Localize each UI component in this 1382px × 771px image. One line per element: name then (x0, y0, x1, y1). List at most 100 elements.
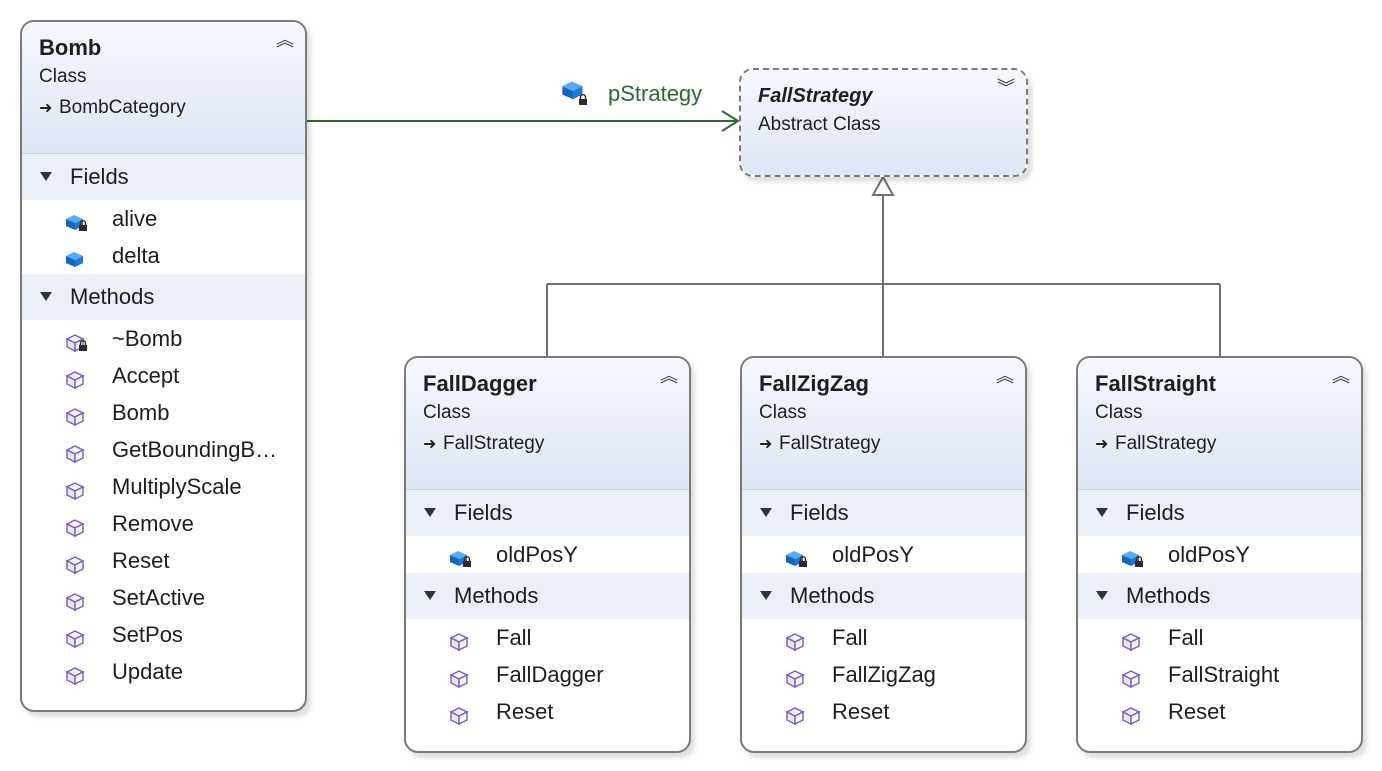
methods-section-label: Methods (1126, 583, 1211, 608)
collapse-triangle-icon[interactable] (1096, 590, 1108, 600)
methods-section-toggle[interactable]: Methods (1078, 573, 1361, 619)
methods-section-label: Methods (70, 284, 155, 309)
class-kind: Class (759, 402, 807, 423)
method-row[interactable]: Bomb (22, 394, 305, 431)
collapse-triangle-icon[interactable] (40, 171, 52, 181)
method-row[interactable]: GetBoundingB… (22, 431, 305, 468)
method-icon (64, 476, 86, 501)
field-name: oldPosY (496, 542, 578, 567)
method-row[interactable]: FallDagger (406, 656, 689, 693)
class-name: FallStrategy (758, 85, 873, 107)
collapse-triangle-icon[interactable] (424, 590, 436, 600)
method-name: Accept (112, 363, 180, 388)
class-base: ➜FallStrategy (759, 428, 1007, 461)
method-name: ~Bomb (112, 326, 183, 351)
method-icon (64, 513, 86, 538)
field-row[interactable]: oldPosY (1078, 536, 1361, 573)
base-class-name: FallStrategy (443, 433, 545, 454)
field-row[interactable]: oldPosY (742, 536, 1025, 573)
inheritance-arrowhead (871, 174, 895, 196)
method-name: MultiplyScale (112, 474, 242, 499)
methods-section-toggle[interactable]: Methods (406, 573, 689, 619)
method-name: Fall (1168, 625, 1204, 650)
method-row[interactable]: Remove (22, 505, 305, 542)
class-name: FallZigZag (759, 371, 869, 396)
fields-section-toggle[interactable]: Fields (22, 154, 305, 200)
method-icon (64, 624, 86, 649)
fields-section-label: Fields (70, 164, 129, 189)
method-icon (64, 587, 86, 612)
methods-section-toggle[interactable]: Methods (742, 573, 1025, 619)
field-icon (64, 245, 86, 267)
method-row[interactable]: SetPos (22, 616, 305, 653)
method-row[interactable]: Reset (742, 693, 1025, 730)
method-row[interactable]: SetActive (22, 579, 305, 616)
method-name: SetActive (112, 585, 205, 610)
inheritance-arrow-icon: ➜ (39, 100, 53, 117)
fields-section-toggle[interactable]: Fields (406, 490, 689, 536)
method-name: GetBoundingB… (112, 437, 278, 462)
method-row[interactable]: Fall (406, 619, 689, 656)
field-row[interactable]: delta (22, 237, 305, 274)
method-name: Bomb (112, 400, 170, 425)
method-icon (64, 661, 86, 686)
method-row[interactable]: Fall (742, 619, 1025, 656)
method-icon (64, 550, 86, 575)
method-name: Reset (496, 699, 554, 724)
method-icon (1120, 627, 1142, 652)
method-name: SetPos (112, 622, 183, 647)
class-base: ➜FallStrategy (423, 428, 671, 461)
method-row[interactable]: Reset (1078, 693, 1361, 730)
collapse-triangle-icon[interactable] (40, 291, 52, 301)
double-chevron-up-icon[interactable]: ︽ (1332, 366, 1350, 386)
method-icon (784, 627, 806, 652)
collapse-triangle-icon[interactable] (1096, 507, 1108, 517)
fields-section-toggle[interactable]: Fields (1078, 490, 1361, 536)
private-field-icon (64, 208, 87, 231)
method-row[interactable]: ~Bomb (22, 320, 305, 357)
method-row[interactable]: Update (22, 653, 305, 690)
method-name: FallDagger (496, 662, 604, 687)
field-row[interactable]: oldPosY (406, 536, 689, 573)
fields-section-toggle[interactable]: Fields (742, 490, 1025, 536)
class-box-fallstrategy[interactable]: FallStrategy Abstract Class ︾ (739, 68, 1028, 177)
inheritance-arrow-icon: ➜ (759, 436, 773, 453)
method-row[interactable]: Reset (406, 693, 689, 730)
base-class-name: BombCategory (59, 97, 186, 118)
collapse-triangle-icon[interactable] (760, 507, 772, 517)
method-row[interactable]: MultiplyScale (22, 468, 305, 505)
fields-section-label: Fields (790, 500, 849, 525)
fields-section-label: Fields (1126, 500, 1185, 525)
method-name: Update (112, 659, 183, 684)
method-row[interactable]: Accept (22, 357, 305, 394)
association-label-text: pStrategy (608, 81, 703, 106)
method-icon (448, 701, 470, 726)
collapse-triangle-icon[interactable] (424, 507, 436, 517)
method-icon (448, 627, 470, 652)
method-name: Reset (1168, 699, 1226, 724)
private-method-icon (64, 328, 87, 353)
method-row[interactable]: FallStraight (1078, 656, 1361, 693)
methods-section-label: Methods (790, 583, 875, 608)
methods-section-toggle[interactable]: Methods (22, 274, 305, 320)
inheritance-arrow-icon: ➜ (1095, 436, 1109, 453)
double-chevron-up-icon[interactable]: ︽ (996, 366, 1014, 386)
method-row[interactable]: FallZigZag (742, 656, 1025, 693)
fields-section-label: Fields (454, 500, 513, 525)
method-row[interactable]: Reset (22, 542, 305, 579)
double-chevron-up-icon[interactable]: ︽ (660, 366, 678, 386)
method-name: Remove (112, 511, 194, 536)
collapse-triangle-icon[interactable] (760, 590, 772, 600)
double-chevron-up-icon[interactable]: ︽ (276, 30, 294, 50)
field-row[interactable]: alive (22, 200, 305, 237)
double-chevron-down-icon[interactable]: ︾ (997, 78, 1015, 98)
method-row[interactable]: Fall (1078, 619, 1361, 656)
